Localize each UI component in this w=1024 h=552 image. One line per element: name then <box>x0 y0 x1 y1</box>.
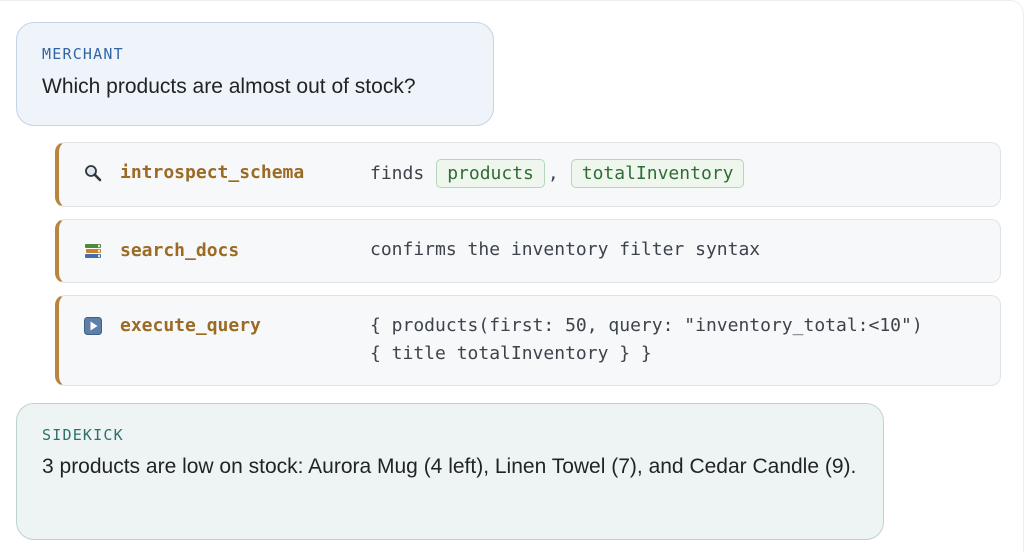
query-line: { products(first: 50, query: "inventory_… <box>370 315 923 336</box>
merchant-role-label: MERCHANT <box>42 45 124 63</box>
merchant-message-bubble: MERCHANT Which products are almost out o… <box>16 22 494 126</box>
tool-name: introspect_schema <box>120 162 305 183</box>
sidekick-message-text: 3 products are low on stock: Aurora Mug … <box>42 455 857 478</box>
play-button-icon <box>83 316 103 336</box>
tool-call-introspect-schema: introspect_schema finds products , total… <box>55 142 1001 207</box>
tool-detail-prefix: finds <box>370 162 425 184</box>
query-line: { title totalInventory } } <box>370 343 652 364</box>
tool-detail: finds products , totalInventory <box>370 159 745 188</box>
books-icon <box>83 241 103 261</box>
sidekick-message-bubble: SIDEKICK 3 products are low on stock: Au… <box>16 403 884 540</box>
tool-call-search-docs: search_docs confirms the inventory filte… <box>55 219 1001 283</box>
tool-detail: confirms the inventory filter syntax <box>370 239 761 260</box>
tool-name: search_docs <box>120 240 240 261</box>
chip-separator: , <box>547 162 559 184</box>
merchant-message-text: Which products are almost out of stock? <box>42 75 416 98</box>
query-code: { products(first: 50, query: "inventory_… <box>370 312 923 368</box>
tool-call-execute-query: execute_query { products(first: 50, quer… <box>55 295 1001 386</box>
tool-name: execute_query <box>120 315 261 336</box>
schema-chip-products: products <box>436 159 545 188</box>
magnifier-icon <box>83 163 103 183</box>
sidekick-role-label: SIDEKICK <box>42 426 124 444</box>
schema-chip-total-inventory: totalInventory <box>570 159 745 188</box>
